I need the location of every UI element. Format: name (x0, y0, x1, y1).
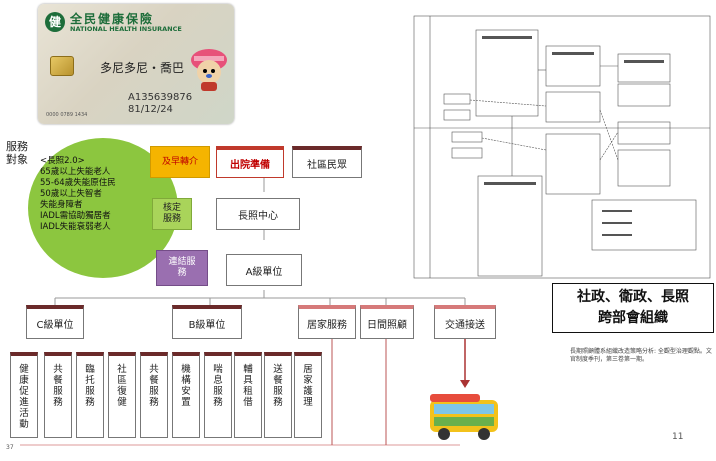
b-item-respite: 喘息服務 (204, 352, 232, 438)
card-id-number: A135639876 (128, 92, 193, 103)
home-service-box: 居家服務 (298, 305, 356, 339)
service-target-item: 55-64歲失能原住民 (40, 178, 116, 188)
b-item-meal-delivery: 送餐服務 (264, 352, 292, 438)
service-target-item: 失能身障者 (40, 200, 83, 210)
organization-flowchart-image (413, 15, 711, 279)
cross-ministry-title: 社政、衛政、長照 跨部會組織 (552, 283, 714, 333)
card-holder-name: 多尼多尼・喬巴 (100, 61, 185, 75)
card-chip (50, 56, 74, 76)
transport-box: 交通接送 (434, 305, 496, 339)
discharge-prep-box: 出院準備 (216, 146, 284, 178)
b-item-home-nursing: 居家護理 (294, 352, 322, 438)
cross-ministry-title-line1: 社政、衛政、長照 (577, 289, 689, 305)
c-item-meal-service: 共餐服務 (44, 352, 72, 438)
service-target-item: 50歲以上失智者 (40, 189, 102, 199)
referral-tag: 及早轉介 (150, 146, 210, 178)
b-item-aids-rental: 輔具租借 (234, 352, 262, 438)
service-target-title: <長照2.0> (40, 156, 85, 166)
service-target-label: 服務對象 (6, 140, 28, 166)
page-number: 11 (672, 432, 684, 442)
cross-ministry-title-line2: 跨部會組織 (598, 310, 668, 326)
card-number: 0000 0789 1434 (46, 112, 88, 118)
c-item-health-promotion: 健康促進活動 (10, 352, 38, 438)
community-residents-box: 社區民眾 (292, 146, 362, 178)
citation-text: 長期照顧體系組織改造策略分析: 全觀型治理觀點。文官制度季刊，第三卷第一期。 (570, 348, 712, 363)
a-unit-box: A級單位 (226, 254, 302, 286)
day-care-box: 日間照顧 (360, 305, 414, 339)
b-unit-box: B級單位 (172, 305, 242, 339)
b-item-institution: 機構安置 (172, 352, 200, 438)
c-unit-box: C級單位 (26, 305, 84, 339)
card-date: 81/12/24 (128, 104, 173, 115)
card-title-zh: 全民健康保險 (70, 12, 155, 26)
b-item-meal: 共餐服務 (140, 352, 168, 438)
chopper-character-image (191, 49, 227, 91)
slide-number: 37 (6, 444, 14, 451)
nhi-card-image: 健 全民健康保險 NATIONAL HEALTH INSURANCE 多尼多尼・… (38, 4, 234, 124)
service-target-item: IADL需協助獨居者 (40, 211, 111, 221)
link-service-tag: 連結服 務 (156, 250, 208, 286)
c-item-temp-care: 臨托服務 (76, 352, 104, 438)
service-target-item: 65歲以上失能老人 (40, 167, 111, 177)
service-target-text: <長照2.0> 65歲以上失能老人 55-64歲失能原住民 50歲以上失智者 失… (40, 156, 170, 233)
nhi-logo: 健 (45, 12, 65, 32)
care-center-box: 長照中心 (216, 198, 300, 230)
card-title-en: NATIONAL HEALTH INSURANCE (70, 25, 182, 33)
b-item-rehab: 社區復健 (108, 352, 136, 438)
approve-service-tag: 核定 服務 (152, 198, 192, 230)
service-target-item: IADL失能衰弱老人 (40, 222, 111, 232)
bus-image (430, 394, 498, 440)
